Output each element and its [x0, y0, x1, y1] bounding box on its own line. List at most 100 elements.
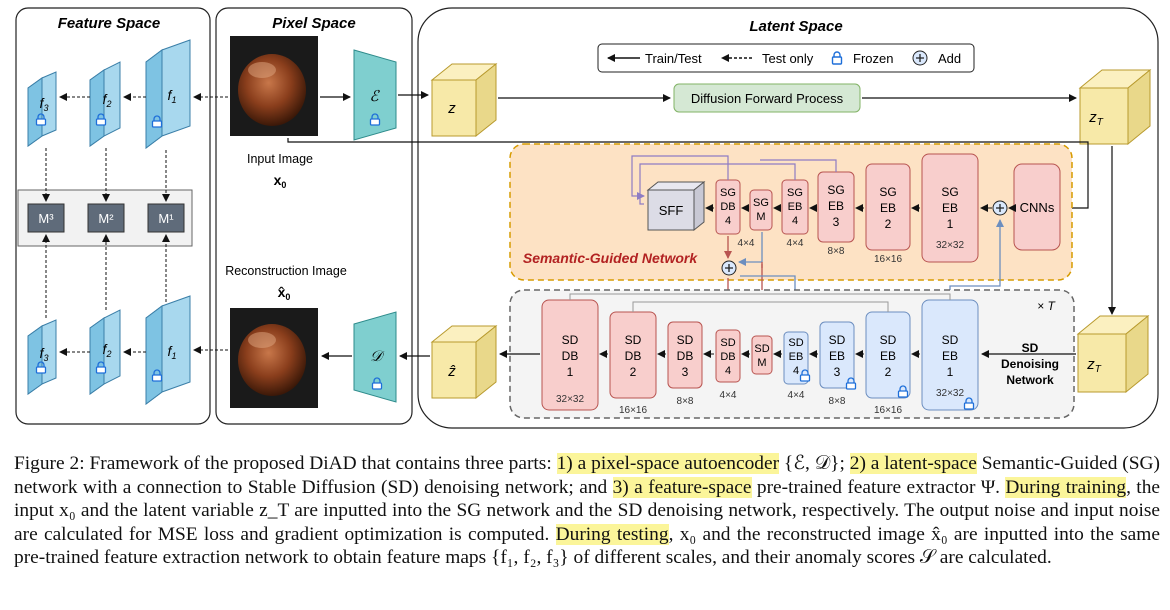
block-text: SD: [880, 333, 897, 347]
block-text: DB: [625, 349, 642, 363]
reconstruction-image-label: Reconstruction Image: [225, 264, 347, 278]
block-text: SG: [879, 185, 896, 199]
block-text: SD: [942, 333, 959, 347]
block-size: 16×16: [874, 254, 903, 265]
caption-text: , x₀ and the reconstructed image x̂₀ are…: [14, 523, 1160, 569]
latent-space-title: Latent Space: [749, 18, 842, 35]
block-text: 1: [947, 217, 954, 231]
lock-icon: [95, 113, 107, 126]
add-icon: [912, 50, 928, 66]
lock-icon: [35, 113, 47, 126]
block-text: 2: [885, 217, 892, 231]
caption-highlight: During training: [1005, 476, 1127, 498]
block-text: 4: [793, 365, 799, 377]
feature-map-label: f1: [168, 87, 177, 105]
caption-text: Figure 2: Framework of the proposed DiAD…: [14, 453, 557, 474]
sd-block-eb4: SD EB 4 4×4: [783, 331, 809, 401]
legend-test-only: Test only: [762, 51, 814, 66]
block-text: 3: [682, 365, 689, 379]
block-text: 3: [833, 215, 840, 229]
cnns-label: CNNs: [1020, 200, 1055, 215]
block-text: SD: [625, 333, 642, 347]
block-text: SD: [754, 343, 769, 355]
reconstruction-image: [230, 308, 318, 408]
sd-block-db4: SD DB 4 4×4: [715, 329, 741, 401]
block-text: SD: [677, 333, 694, 347]
caption-highlight: During testing: [555, 523, 669, 545]
latent-z-label: z: [447, 100, 456, 117]
add-icon: [721, 260, 737, 276]
block-size: 8×8: [829, 396, 846, 407]
sd-block-db3: SD DB 3 8×8: [667, 321, 703, 407]
latent-zt-bottom-cube: zT: [1076, 314, 1150, 394]
sg-block-m: SG M: [749, 189, 773, 231]
sg-block-eb2: SG EB 2: [865, 163, 911, 251]
legend-frozen: Frozen: [853, 51, 893, 66]
block-size: 8×8: [677, 396, 694, 407]
block-size: 16×16: [874, 405, 903, 416]
block-text: EB: [788, 201, 803, 213]
block-size: 4×4: [738, 238, 755, 249]
framework-diagram: Feature Space Pixel Space Latent Space T…: [15, 7, 1159, 429]
sd-block-eb2: SD EB 2 16×16: [865, 311, 911, 416]
block-text: SD: [562, 333, 579, 347]
lock-icon: [369, 113, 381, 126]
block-text: 2: [630, 365, 637, 379]
lock-icon: [799, 369, 811, 382]
legend: Train/Test Test only Frozen Add: [597, 43, 975, 73]
block-text: DB: [677, 349, 694, 363]
block-text: EB: [829, 349, 845, 363]
sd-network-label: SD: [1022, 341, 1039, 355]
sff-block: SFF: [646, 180, 706, 232]
block-text: SD: [720, 337, 735, 349]
block-text: DB: [720, 351, 735, 363]
lock-icon: [35, 361, 47, 374]
block-text: 3: [834, 365, 841, 379]
latent-zhat-label: ẑ: [447, 363, 456, 380]
sd-block-db1: SD DB 1 32×32: [541, 299, 599, 411]
block-text: SG: [941, 185, 958, 199]
anomaly-map-m2: M²: [87, 203, 125, 233]
block-text: EB: [942, 349, 958, 363]
block-text: EB: [942, 201, 958, 215]
latent-zhat-cube: ẑ: [430, 324, 498, 400]
encoder-symbol: ℰ: [369, 88, 380, 105]
block-text: SD: [829, 333, 846, 347]
lock-icon: [963, 397, 975, 410]
block-text: SG: [753, 197, 769, 209]
sd-network-label: Denoising: [1001, 357, 1059, 371]
block-text: 4: [792, 215, 798, 227]
input-image-label: Input Image: [247, 152, 313, 166]
block-text: M: [756, 211, 765, 223]
lock-icon: [151, 369, 163, 382]
anomaly-map-m1: M¹: [147, 203, 185, 233]
repeat-label: × T: [1037, 299, 1056, 313]
legend-train-test: Train/Test: [645, 51, 702, 66]
sg-block-eb1: SG EB 1: [921, 153, 979, 263]
block-text: EB: [828, 199, 844, 213]
block-size: 4×4: [787, 238, 804, 249]
pixel-space-title: Pixel Space: [272, 15, 355, 32]
block-text: DB: [720, 201, 735, 213]
sd-network-label: Network: [1006, 373, 1054, 387]
block-text: EB: [880, 349, 896, 363]
encoder: ℰ: [353, 49, 397, 141]
block-text: EB: [880, 201, 896, 215]
lock-icon: [151, 115, 163, 128]
feature-map-label: f2: [103, 341, 112, 359]
anomaly-map-label: M¹: [158, 211, 174, 226]
diffusion-forward-label: Diffusion Forward Process: [691, 91, 844, 106]
block-size: 4×4: [720, 390, 737, 401]
anomaly-map-label: M²: [98, 211, 114, 226]
feature-map-label: f3: [40, 345, 49, 363]
block-text: 1: [947, 365, 954, 379]
block-size: 4×4: [788, 390, 805, 401]
block-size: 8×8: [828, 246, 845, 257]
sg-network-title: Semantic-Guided Network: [523, 250, 698, 266]
caption-highlight: 2) a latent-space: [849, 453, 977, 474]
block-text: M: [757, 357, 766, 369]
block-text: EB: [789, 351, 804, 363]
feature-space-title: Feature Space: [58, 15, 161, 32]
add-icon: [992, 200, 1008, 216]
input-image: [230, 36, 318, 136]
